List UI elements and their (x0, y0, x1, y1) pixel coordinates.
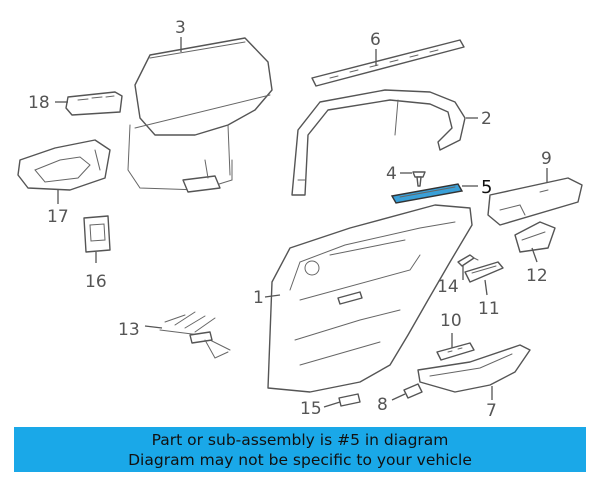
part-6-belt-molding (311, 39, 465, 87)
callout-3: 3 (175, 18, 186, 38)
callout-12: 12 (526, 266, 548, 286)
info-banner: Part or sub-assembly is #5 in diagram Di… (14, 427, 586, 472)
part-2-frame-weatherstrip (291, 89, 466, 196)
callout-1: 1 (253, 288, 264, 308)
banner-line-1: Part or sub-assembly is #5 in diagram (151, 431, 449, 449)
callout-2: 2 (481, 109, 492, 129)
callout-labels: 3 6 2 18 4 5 9 17 16 1 14 12 11 13 10 8 … (28, 18, 552, 420)
callout-17: 17 (47, 207, 69, 227)
callout-15: 15 (300, 399, 322, 419)
callout-5: 5 (481, 177, 492, 198)
callout-8: 8 (377, 395, 388, 415)
part-1-door-trim-panel (267, 204, 473, 393)
part-13-wiring-harness (159, 311, 231, 359)
banner-line-2: Diagram may not be specific to your vehi… (128, 451, 472, 469)
part-10-switch (436, 342, 475, 361)
callout-7: 7 (486, 401, 497, 420)
part-11-inside-handle (464, 261, 504, 283)
part-4-fastener (412, 171, 426, 187)
callout-18: 18 (28, 93, 50, 113)
callout-4: 4 (386, 164, 397, 184)
callout-16: 16 (85, 272, 107, 292)
part-12-escutcheon (514, 221, 556, 253)
leader-lines (55, 37, 548, 408)
part-9-trim-insert (487, 177, 583, 226)
part-15-clip (338, 393, 361, 407)
part-17-switch-bezel (17, 139, 111, 191)
callout-14: 14 (437, 277, 459, 297)
part-5-trim-strip-highlighted (390, 183, 464, 204)
part-7-armrest-trim (417, 344, 531, 393)
part-14-clip (457, 254, 479, 267)
callout-10: 10 (440, 311, 462, 331)
part-3-window-regulator (127, 37, 273, 193)
callout-13: 13 (118, 320, 140, 340)
part-8-bracket (403, 383, 423, 399)
part-18-switch-panel (65, 91, 123, 116)
callout-9: 9 (541, 149, 552, 169)
parts-diagram: 3 6 2 18 4 5 9 17 16 1 14 12 11 13 10 8 … (17, 18, 583, 420)
callout-11: 11 (478, 299, 500, 319)
callout-6: 6 (370, 30, 381, 50)
part-16-switch (83, 215, 111, 253)
